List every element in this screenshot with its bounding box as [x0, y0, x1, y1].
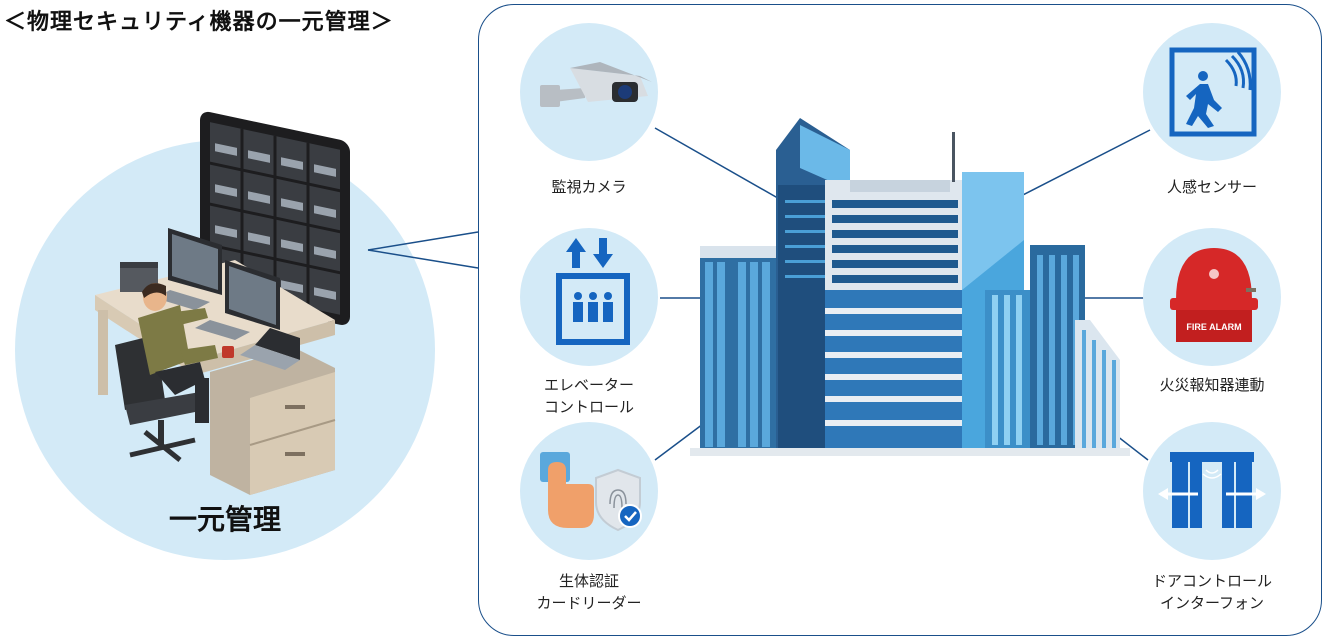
elevator-label-1: エレベーター [543, 376, 634, 394]
biometric-label-2: カードリーダー [536, 594, 642, 612]
door-label-2: インターフォン [1159, 594, 1265, 612]
central-management-label: 一元管理 [168, 503, 281, 536]
device-panel [478, 4, 1322, 636]
elevator-label-2: コントロール [543, 398, 634, 416]
camera-label: 監視カメラ [551, 178, 627, 196]
fire-label: 火災報知器連動 [1159, 376, 1265, 394]
door-label-1: ドアコントロール [1151, 572, 1272, 590]
fire-alarm-text: FIRE ALARM [1186, 322, 1241, 332]
motion-circle [1143, 23, 1281, 161]
page-title: ＜物理セキュリティ機器の一元管理＞ [4, 10, 394, 35]
motion-label: 人感センサー [1166, 178, 1257, 196]
biometric-label-1: 生体認証 [558, 572, 619, 590]
